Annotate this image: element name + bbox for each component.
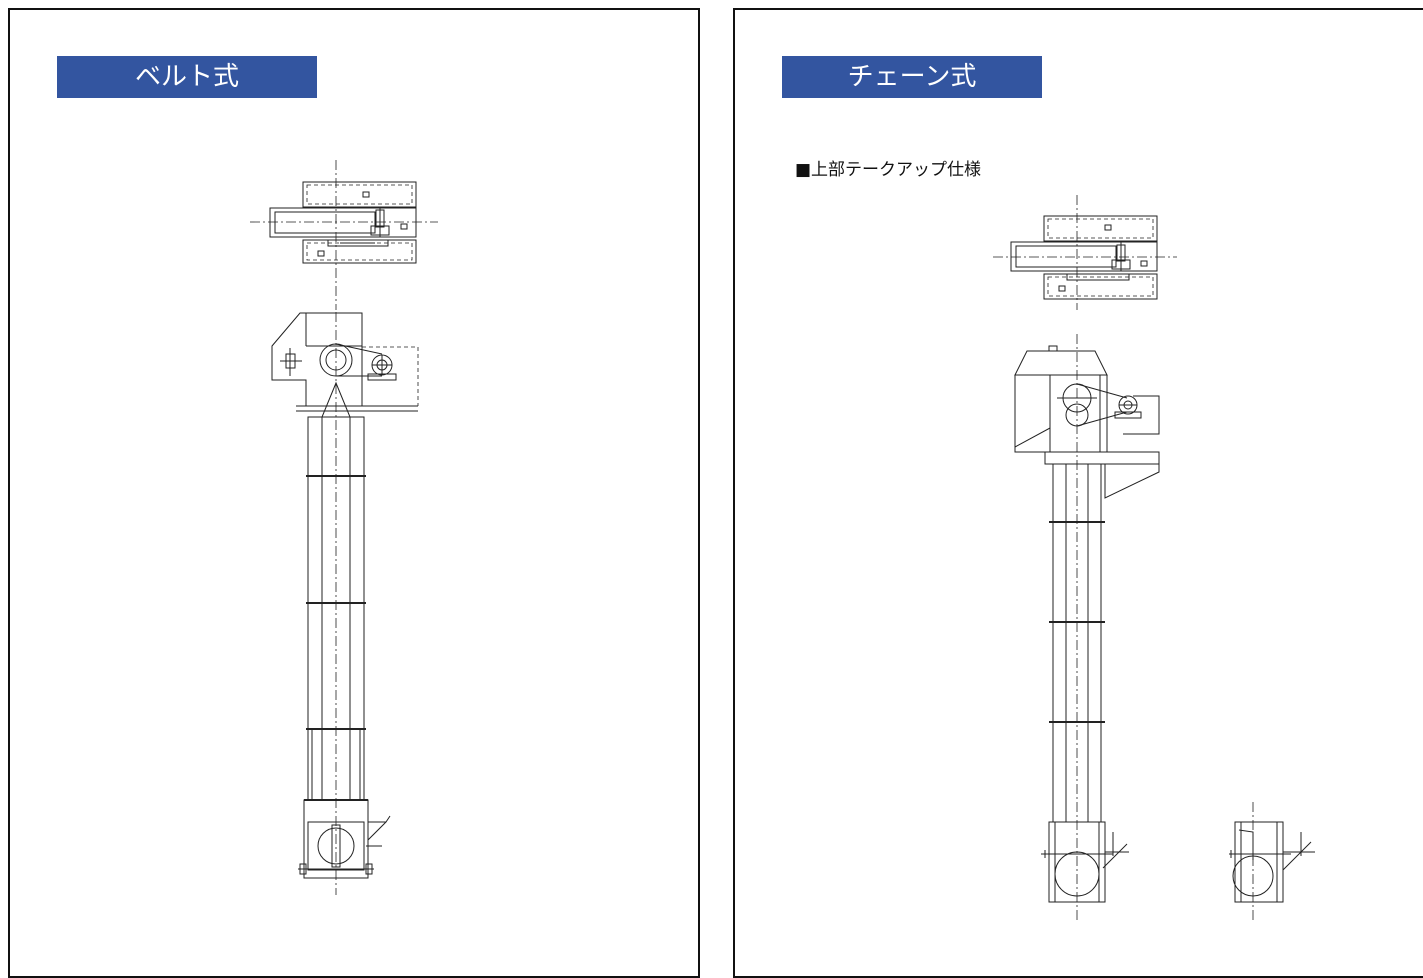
belt-plan-view xyxy=(250,160,438,310)
chain-type-panel: チェーン式 ■上部テークアップ仕様 xyxy=(733,8,1423,978)
chain-elevation-view xyxy=(1014,334,1160,920)
belt-type-title: ベルト式 xyxy=(57,56,317,98)
chain-plan-view xyxy=(993,195,1177,310)
top-takeup-spec-label: ■上部テークアップ仕様 xyxy=(795,160,982,180)
belt-elevator-drawing xyxy=(250,160,438,895)
belt-type-panel: ベルト式 xyxy=(8,8,700,978)
chain-boot-side-view xyxy=(1229,802,1315,920)
chain-type-title: チェーン式 xyxy=(782,56,1042,98)
chain-elevator-drawing xyxy=(993,195,1315,920)
belt-elevation-view xyxy=(271,312,419,895)
